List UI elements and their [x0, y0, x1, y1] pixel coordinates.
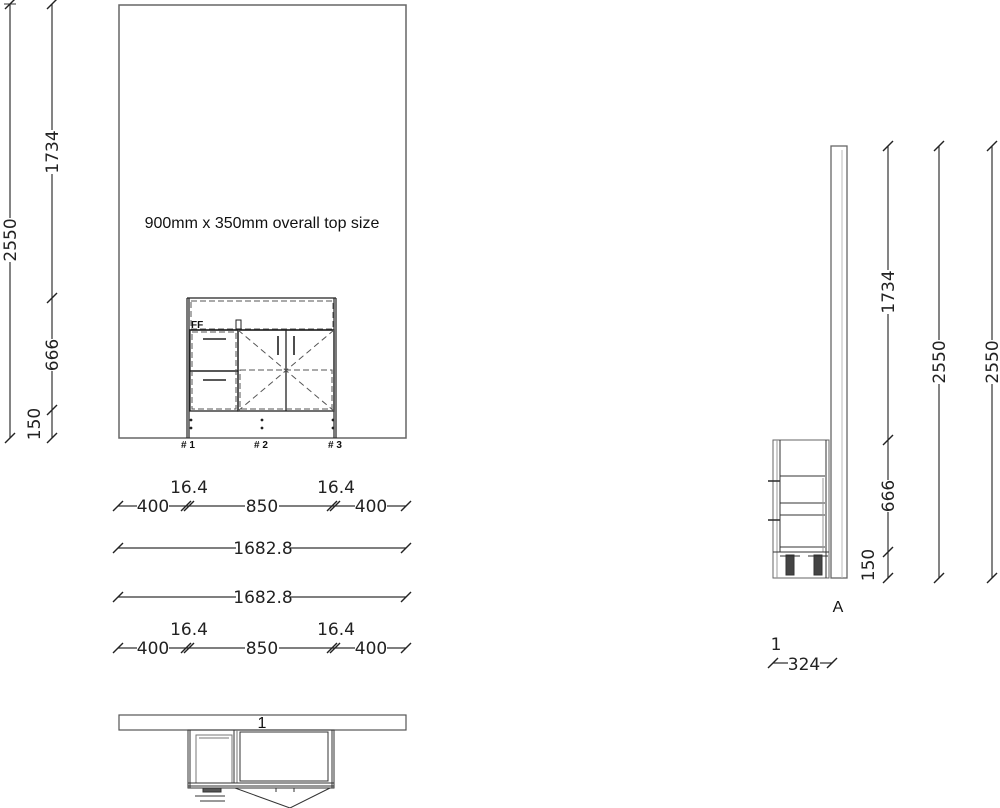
- dim-top-right: 400: [355, 497, 387, 517]
- dim-top-gap-left: 16.4: [170, 478, 208, 498]
- dim-top-gap-right: 16.4: [317, 478, 355, 498]
- plan-top-label: 1: [258, 715, 267, 732]
- dim-left-upper: 1734: [43, 130, 63, 173]
- column-label-3: # 3: [328, 440, 342, 451]
- depth-value: 324: [788, 655, 820, 675]
- dim-top-left: 400: [137, 497, 169, 517]
- dim-right-overall-2: 2550: [983, 340, 1000, 383]
- column-label-2: # 2: [254, 440, 268, 451]
- dim-top-total: 1682.8: [233, 539, 292, 559]
- dim-right-middle: 666: [879, 480, 899, 512]
- column-label-1: # 1: [181, 440, 195, 451]
- dim-bottom-gap-right: 16.4: [317, 620, 355, 640]
- dim-right-overall-1: 2550: [930, 340, 950, 383]
- dim-top-center: 850: [246, 497, 278, 517]
- dim-left-middle: 666: [43, 339, 63, 371]
- plan-view: [118, 714, 407, 808]
- dim-bottom-total: 1682.8: [233, 588, 292, 608]
- overall-top-size-note: 900mm x 350mm overall top size: [145, 215, 380, 232]
- side-section: [768, 145, 848, 579]
- depth-ref-label: 1: [771, 635, 782, 655]
- dim-left-plinth: 150: [25, 408, 45, 440]
- ff-marker: FF: [191, 320, 203, 331]
- dim-bottom-right: 400: [355, 639, 387, 659]
- dim-right-upper: 1734: [879, 270, 899, 313]
- elevation-wall: [118, 4, 407, 439]
- section-label-a: A: [833, 599, 844, 616]
- dim-bottom-center: 850: [246, 639, 278, 659]
- dim-right-plinth: 150: [859, 549, 879, 581]
- cabinet-elevation: [186, 297, 337, 438]
- dim-bottom-gap-left: 16.4: [170, 620, 208, 640]
- dim-left-overall: 2550: [1, 218, 21, 261]
- dim-bottom-left: 400: [137, 639, 169, 659]
